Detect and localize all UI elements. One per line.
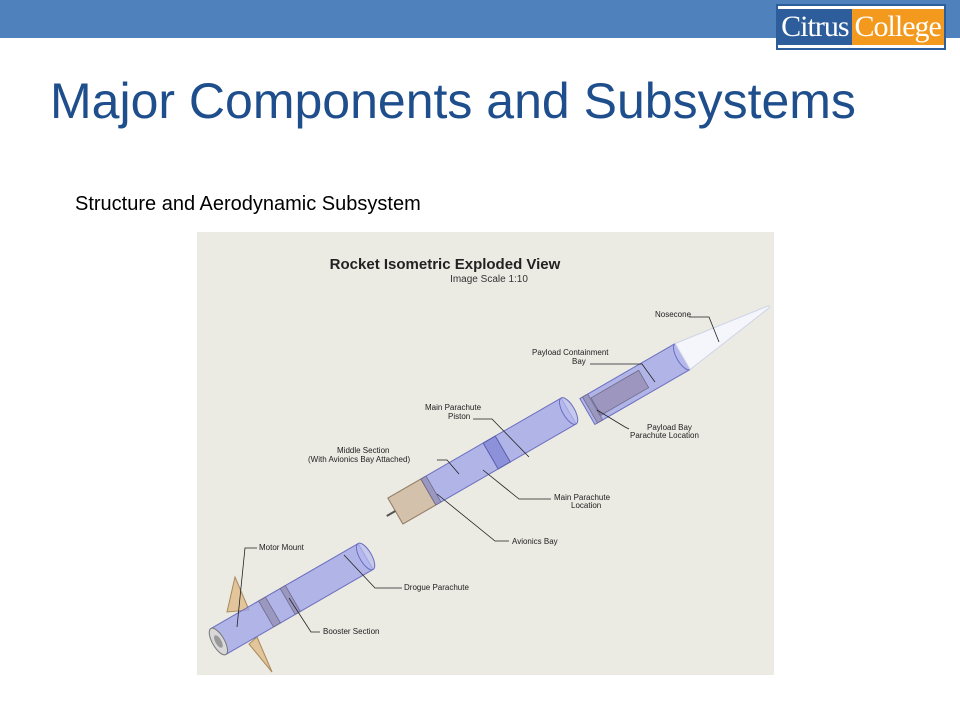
logo-college-text: College [851, 9, 944, 45]
booster-fin-upper [226, 575, 250, 613]
nosecone-shape [674, 305, 771, 371]
label-drogue-parachute: Drogue Parachute [404, 583, 469, 592]
label-payload-parachute-1: Payload Bay [647, 423, 692, 432]
avionics-bay-leader [436, 493, 509, 542]
diagram-title: Rocket Isometric Exploded View [330, 256, 561, 273]
logo-citrus-text: Citrus [778, 9, 852, 45]
payload-bulkhead [581, 393, 604, 424]
booster-section-leader [288, 597, 320, 633]
booster-section-part [208, 542, 376, 673]
label-payload-containment-1: Payload Containment [532, 348, 609, 357]
label-motor-mount: Motor Mount [259, 543, 305, 552]
label-main-piston-1: Main Parachute [425, 403, 482, 412]
label-booster-section: Booster Section [323, 627, 379, 636]
drogue-parachute-leader [343, 554, 402, 589]
booster-fin-lower [248, 636, 273, 673]
booster-top-end [355, 542, 376, 571]
slide-subtitle: Structure and Aerodynamic Subsystem [75, 193, 421, 215]
rocket-diagram: Rocket Isometric Exploded View Image Sca… [197, 232, 774, 675]
middle-top-end [558, 397, 579, 425]
middle-section-leader [437, 459, 460, 475]
label-main-location-2: Location [571, 501, 601, 510]
payload-parachute-leader [596, 409, 630, 430]
avionics-eye-bolt [386, 510, 396, 517]
label-main-location-1: Main Parachute [554, 493, 611, 502]
main-piston-leader [473, 418, 530, 458]
main-location-leader [482, 469, 551, 500]
payload-section-part [579, 305, 771, 426]
payload-containment-bay-body [590, 369, 650, 416]
label-avionics-bay: Avionics Bay [512, 537, 558, 546]
middle-coupler-band [420, 475, 442, 506]
payload-containment-leader [590, 363, 656, 383]
main-parachute-piston-disc [482, 435, 511, 470]
rocket-exploded-view-figure: Rocket Isometric Exploded View Image Sca… [197, 232, 774, 675]
nosecone-leader [689, 316, 720, 343]
label-middle-section-1: Middle Section [337, 446, 389, 455]
label-payload-parachute-2: Parachute Location [630, 431, 699, 440]
label-middle-section-2: (With Avionics Bay Attached) [308, 455, 410, 464]
diagram-scale: Image Scale 1:10 [450, 274, 528, 285]
label-main-piston-2: Piston [448, 412, 470, 421]
slide-title: Major Components and Subsystems [50, 73, 856, 129]
booster-coupler-band [257, 596, 281, 628]
motor-nozzle [214, 635, 223, 648]
motor-mount-leader [236, 547, 257, 628]
label-nosecone: Nosecone [655, 310, 692, 319]
label-payload-containment-2: Bay [572, 357, 586, 366]
middle-section-part [386, 397, 579, 525]
